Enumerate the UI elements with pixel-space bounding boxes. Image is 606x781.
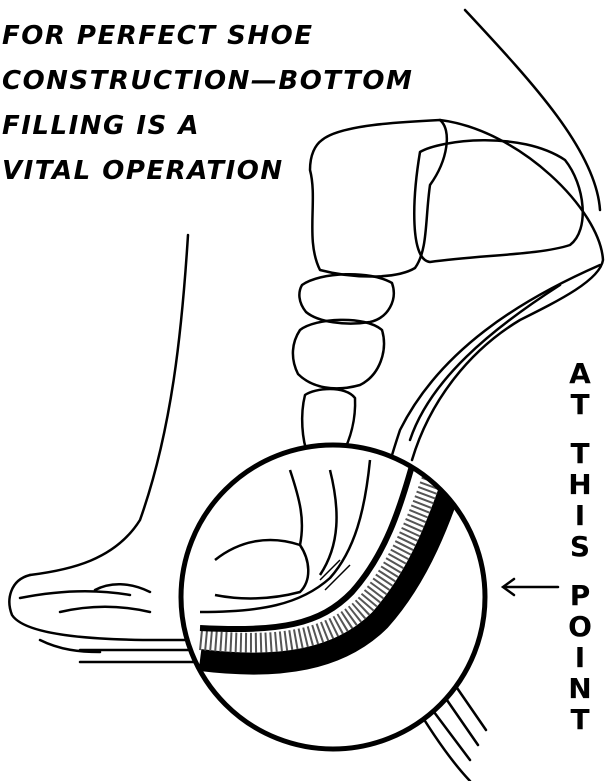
caption-letter: I — [560, 500, 600, 531]
bone-calcaneus — [414, 140, 582, 262]
caption-letter: I — [560, 642, 600, 673]
leg-outline — [465, 10, 600, 210]
shoe-inner-line — [410, 285, 560, 440]
bone-cuneiform — [293, 320, 384, 389]
caption-letter: T — [560, 389, 600, 420]
caption-letter: N — [560, 673, 600, 704]
magnifier-circle-icon — [180, 445, 490, 755]
bone-talus — [310, 120, 447, 277]
toe-outline-1 — [20, 591, 130, 598]
caption-letter: H — [560, 469, 600, 500]
caption-letter: T — [560, 438, 600, 469]
toe-outline-2 — [60, 607, 150, 612]
caption-letter: P — [560, 580, 600, 611]
bone-navicular — [299, 274, 393, 323]
calf-outline — [30, 235, 188, 575]
caption-letter: O — [560, 611, 600, 642]
caption-letter: A — [560, 358, 600, 389]
arrow-left-icon — [503, 579, 558, 595]
caption-letter: S — [560, 531, 600, 562]
caption-letter: T — [560, 704, 600, 735]
